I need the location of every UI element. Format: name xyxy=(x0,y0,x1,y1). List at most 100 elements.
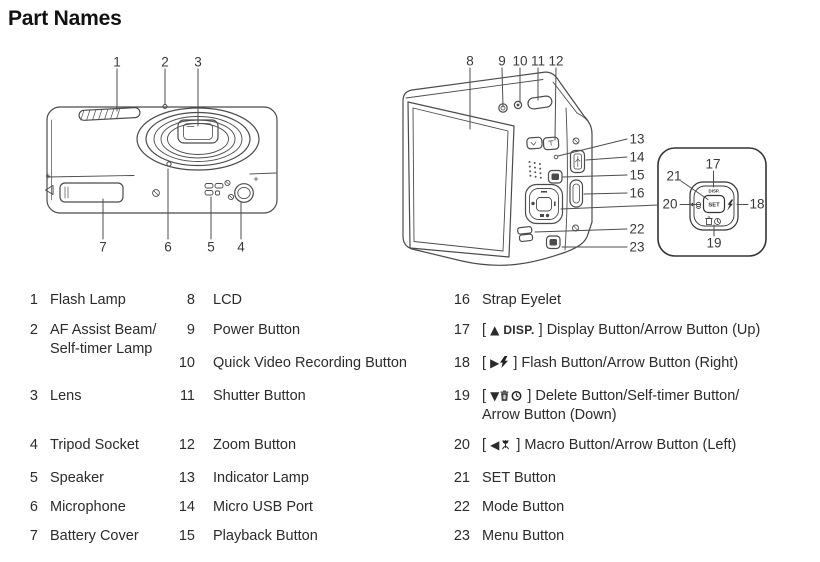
callout-12-back-view: 12 xyxy=(548,53,564,69)
legend-item-number: 6 xyxy=(29,499,38,515)
label-text: ] Flash Button/Arrow Button (Right) xyxy=(509,355,739,371)
page-title: Part Names xyxy=(8,7,122,30)
legend-item-number: 13 xyxy=(178,470,195,486)
callout-4-front-view: 4 xyxy=(237,239,245,255)
legend-item-number: 3 xyxy=(29,388,38,404)
legend-item-label: [ ▲ DISP. ] Display Button/Arrow Button … xyxy=(482,321,814,354)
label-text: AF Assist Beam/ xyxy=(50,322,157,338)
trash-icon xyxy=(705,216,713,225)
arrow-down-icon: ▼ xyxy=(490,389,500,403)
legend-item-label: Battery Cover xyxy=(50,528,139,544)
callout-17-dpad-inset: 17 xyxy=(705,156,721,172)
callout-6-front-view: 6 xyxy=(164,239,172,255)
quick-video-recording-button xyxy=(513,100,523,110)
camera-front-body xyxy=(46,106,278,214)
legend-item-label: Flash Lamp xyxy=(50,292,126,308)
battery-cover xyxy=(59,182,124,203)
legend-item-number: 5 xyxy=(29,470,38,486)
set-button xyxy=(536,197,552,212)
legend-item-label: Speaker xyxy=(50,470,105,486)
legend-item-label: Menu Button xyxy=(482,528,565,544)
set-button xyxy=(702,194,726,214)
legend-item-number: 14 xyxy=(178,499,195,515)
callout-13-back-view: 13 xyxy=(629,131,645,147)
strap-eyelet xyxy=(569,179,584,208)
trash-icon xyxy=(499,388,510,404)
speaker xyxy=(204,183,224,196)
tripod-socket xyxy=(234,183,254,203)
callout-19-dpad-inset: 19 xyxy=(706,235,722,251)
legend-item-label: LCD xyxy=(213,292,243,308)
legend-item-number: 15 xyxy=(178,528,195,544)
lcd xyxy=(407,101,515,258)
playback-button xyxy=(547,169,563,184)
legend-item-number: 1 xyxy=(29,292,38,308)
legend-item-number: 16 xyxy=(453,292,470,308)
callout-23-back-view: 23 xyxy=(629,239,645,255)
legend-item-number: 4 xyxy=(29,437,38,453)
screw xyxy=(224,179,235,201)
callout-22-back-view: 22 xyxy=(629,221,645,237)
label-text: [ xyxy=(482,437,491,453)
callout-10-back-view: 10 xyxy=(512,53,528,69)
camera-front-view xyxy=(45,104,278,214)
legend-item-number: 10 xyxy=(178,355,195,371)
zoom-button xyxy=(526,136,560,151)
legend-item-number: 17 xyxy=(453,322,470,338)
legend-item-label: Lens xyxy=(50,388,82,404)
legend-item-number: 19 xyxy=(453,388,470,404)
legend-item-number: 20 xyxy=(453,437,470,453)
label-text: [ xyxy=(482,355,491,371)
legend-item-label: Mode Button xyxy=(482,499,565,515)
set-button-label: SET xyxy=(708,203,720,209)
label-text: Self-timer Lamp xyxy=(50,340,153,357)
callout-1-front-view: 1 xyxy=(113,54,121,70)
disp-label: DISP. xyxy=(709,189,720,194)
shutter-button xyxy=(527,95,553,110)
legend-item-number: 21 xyxy=(453,470,470,486)
legend-item-label: [ ▼ ] Delete Button/Self-timer Button/Ar… xyxy=(482,387,814,436)
arrow-left-icon: ◀ xyxy=(490,438,500,452)
legend-item-number: 23 xyxy=(453,528,470,544)
callout-11-back-view: 11 xyxy=(530,53,546,69)
dpad xyxy=(524,183,564,225)
legend-item-label: Playback Button xyxy=(213,528,318,544)
label-text: [ xyxy=(482,388,491,404)
legend-item-label: AF Assist Beam/Self-timer Lamp xyxy=(50,321,173,387)
legend-item-label: Quick Video Recording Button xyxy=(213,355,407,371)
label-text: Arrow Button (Down) xyxy=(482,406,617,423)
legend-item-label: Shutter Button xyxy=(213,388,306,404)
callout-5-front-view: 5 xyxy=(207,239,215,255)
callout-20-dpad-inset: 20 xyxy=(662,196,678,212)
legend-item-label: Power Button xyxy=(213,322,301,338)
legend-item-label: SET Button xyxy=(482,470,556,486)
speaker-grille xyxy=(528,161,542,179)
callout-18-dpad-inset: 18 xyxy=(749,196,765,212)
legend-item-label: Micro USB Port xyxy=(213,499,313,515)
legend-item-number: 2 xyxy=(29,322,38,338)
label-text: ] Display Button/Arrow Button (Up) xyxy=(534,322,761,338)
micro-usb-port xyxy=(569,149,586,174)
callout-8-back-view: 8 xyxy=(466,53,474,69)
mode-button xyxy=(517,226,534,243)
legend-column-1: 1 Flash Lamp 2 AF Assist Beam/Self-timer La… xyxy=(8,291,173,559)
camera-back-view xyxy=(402,71,593,266)
callout-15-back-view: 15 xyxy=(629,167,645,183)
inset-frame xyxy=(657,147,767,257)
label-text: [ xyxy=(482,322,491,338)
callout-3-front-view: 3 xyxy=(194,54,202,70)
legend-item-label: [ ▶ ] Flash Button/Arrow Button (Right) xyxy=(482,354,814,387)
legend-item-number: 7 xyxy=(29,528,38,544)
legend-item-number: 18 xyxy=(453,355,470,371)
callout-16-back-view: 16 xyxy=(629,185,645,201)
legend-item-label: Microphone xyxy=(50,499,126,515)
disp-label: DISP. xyxy=(503,323,535,337)
callout-21-dpad-inset: 21 xyxy=(666,168,682,184)
open-triangle xyxy=(45,185,54,195)
legend-item-number: 8 xyxy=(186,292,195,308)
legend-item-number: 12 xyxy=(178,437,195,453)
